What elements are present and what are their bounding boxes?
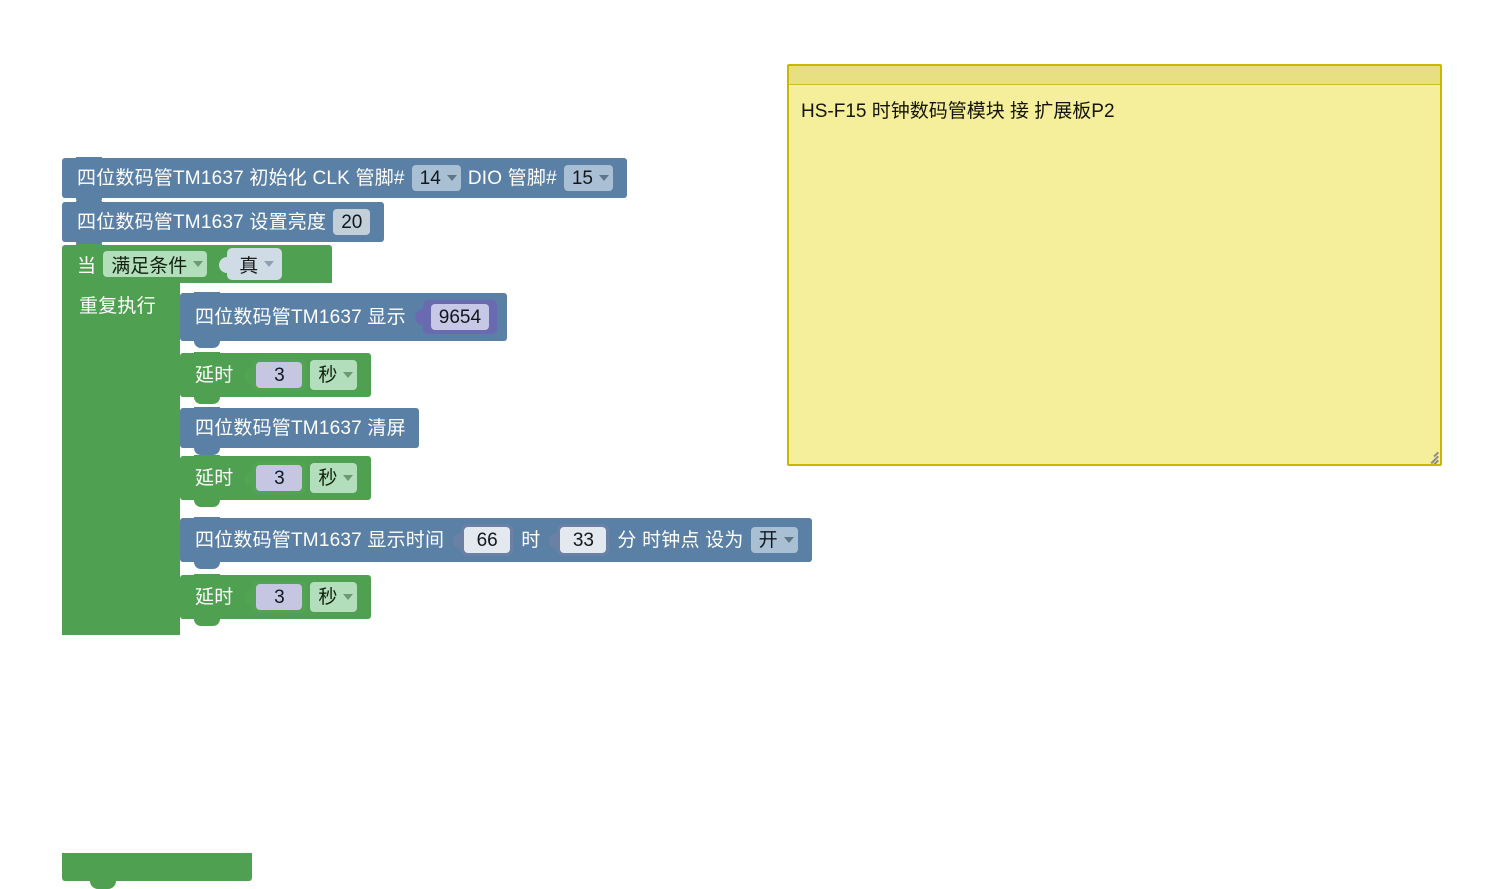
showtime-colon-dropdown[interactable]: 开 (750, 527, 798, 553)
delay-2-value-shadow[interactable]: 3 (244, 462, 307, 494)
block-math-number[interactable]: 9654 (414, 300, 498, 334)
block-delay-2[interactable]: 延时 3 秒 (180, 455, 372, 507)
loop-body-left-rail: 重复执行 (62, 283, 180, 635)
loop-condition-mode-value: 满足条件 (111, 255, 188, 277)
delay-2-value[interactable]: 3 (256, 465, 303, 491)
chevron-down-icon (264, 261, 275, 267)
loop-label-when: 当 (77, 255, 97, 277)
comment-text[interactable]: HS-F15 时钟数码管模块 接 扩展板P2 (801, 101, 1115, 122)
block-show-label: 四位数码管TM1637 显示 (195, 306, 406, 328)
comment-bubble[interactable]: HS-F15 时钟数码管模块 接 扩展板P2 (787, 64, 1442, 466)
comment-title-bar[interactable] (789, 66, 1440, 85)
delay-1-value[interactable]: 3 (256, 362, 303, 388)
showtime-hours-shadow[interactable]: 66 (453, 524, 514, 556)
showtime-hours-value[interactable]: 66 (464, 527, 511, 553)
block-logic-boolean[interactable]: 真 (219, 248, 283, 280)
showtime-colon-value: 开 (758, 529, 778, 551)
delay-3-unit-dropdown[interactable]: 秒 (310, 582, 358, 612)
block-tm1637-init[interactable]: 四位数码管TM1637 初始化 CLK 管脚# 14 DIO 管脚# 15 (62, 157, 627, 205)
delay-2-unit-value: 秒 (318, 467, 338, 489)
block-showtime-label-hour: 时 (521, 529, 541, 551)
block-tm1637-show-time[interactable]: 四位数码管TM1637 显示时间 66 时 33 分 时钟点 设为 开 (180, 517, 812, 569)
dio-pin-value: 15 (571, 167, 593, 189)
delay-1-unit-value: 秒 (318, 364, 338, 386)
delay-3-unit-value: 秒 (318, 586, 338, 608)
block-tm1637-clear[interactable]: 四位数码管TM1637 清屏 (180, 407, 419, 455)
loop-condition-mode-dropdown[interactable]: 满足条件 (103, 251, 208, 277)
loop-header[interactable]: 当 满足条件 真 (62, 244, 332, 283)
chevron-down-icon (193, 261, 204, 267)
delay-2-unit-dropdown[interactable]: 秒 (310, 463, 358, 493)
chevron-down-icon (598, 175, 609, 181)
block-init-label-clk: 四位数码管TM1637 初始化 CLK 管脚# (77, 167, 405, 189)
delay-1-unit-dropdown[interactable]: 秒 (310, 360, 358, 390)
clk-pin-value: 14 (419, 167, 441, 189)
block-tm1637-brightness[interactable]: 四位数码管TM1637 设置亮度 20 (62, 201, 385, 249)
chevron-down-icon (343, 372, 354, 378)
comment-resize-handle[interactable] (1423, 447, 1439, 464)
delay-1-value-shadow[interactable]: 3 (244, 359, 307, 391)
block-delay-3[interactable]: 延时 3 秒 (180, 574, 372, 626)
loop-footer (62, 853, 252, 889)
showtime-minutes-shadow[interactable]: 33 (549, 524, 610, 556)
dio-pin-dropdown[interactable]: 15 (563, 165, 613, 191)
chevron-down-icon (446, 175, 457, 181)
loop-label-repeat: 重复执行 (79, 296, 156, 317)
block-clear-label: 四位数码管TM1637 清屏 (195, 417, 406, 439)
chevron-down-icon (783, 537, 794, 543)
delay-2-label: 延时 (195, 467, 234, 489)
loop-condition-value: 真 (239, 255, 259, 277)
chevron-down-icon (343, 475, 354, 481)
block-delay-1[interactable]: 延时 3 秒 (180, 352, 372, 404)
delay-3-value-shadow[interactable]: 3 (244, 581, 307, 613)
chevron-down-icon (343, 594, 354, 600)
delay-1-label: 延时 (195, 364, 234, 386)
block-tm1637-show-number[interactable]: 四位数码管TM1637 显示 9654 (180, 292, 508, 348)
block-showtime-label-minute-colon: 分 时钟点 设为 (617, 529, 744, 551)
brightness-value-field[interactable]: 20 (333, 209, 371, 235)
clk-pin-dropdown[interactable]: 14 (411, 165, 461, 191)
block-init-label-dio: DIO 管脚# (467, 167, 557, 189)
showtime-minutes-value[interactable]: 33 (560, 527, 607, 553)
delay-3-label: 延时 (195, 586, 234, 608)
block-brightness-label: 四位数码管TM1637 设置亮度 (77, 211, 327, 233)
show-number-value[interactable]: 9654 (430, 304, 490, 330)
delay-3-value[interactable]: 3 (256, 584, 303, 610)
block-showtime-label: 四位数码管TM1637 显示时间 (195, 529, 445, 551)
